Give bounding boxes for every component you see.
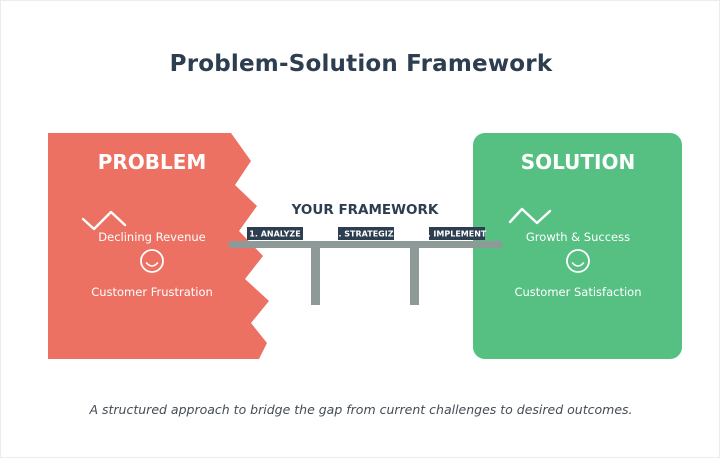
solution-item: Customer Satisfaction xyxy=(514,285,641,299)
smiley-icon xyxy=(140,249,164,273)
step-label: . IMPLEMENT xyxy=(428,230,487,239)
step-label: . STRATEGIZ xyxy=(338,230,393,239)
bridge xyxy=(229,241,502,305)
problem-item: Declining Revenue xyxy=(98,230,205,244)
problem-panel xyxy=(48,133,269,359)
bridge-pillar xyxy=(311,248,320,305)
bridge-pillar xyxy=(410,248,419,305)
caption: A structured approach to bridge the gap … xyxy=(89,402,633,417)
framework-step: 1. ANALYZE xyxy=(247,227,303,240)
trend-zigzag-icon xyxy=(81,210,127,231)
framework-step: . IMPLEMENT xyxy=(428,227,487,240)
solution-title: SOLUTION xyxy=(521,150,636,174)
smiley-icon xyxy=(566,249,590,273)
problem-item: Customer Frustration xyxy=(91,285,213,299)
problem-title: PROBLEM xyxy=(98,150,207,174)
bridge-deck xyxy=(229,241,502,248)
framework-step: . STRATEGIZ xyxy=(338,227,394,240)
framework-title: YOUR FRAMEWORK xyxy=(291,202,439,218)
page-title: Problem-Solution Framework xyxy=(169,51,553,77)
solution-panel xyxy=(473,133,682,359)
solution-item: Growth & Success xyxy=(526,230,630,244)
step-label: 1. ANALYZE xyxy=(249,230,300,239)
trend-zigzag-icon xyxy=(508,207,552,225)
